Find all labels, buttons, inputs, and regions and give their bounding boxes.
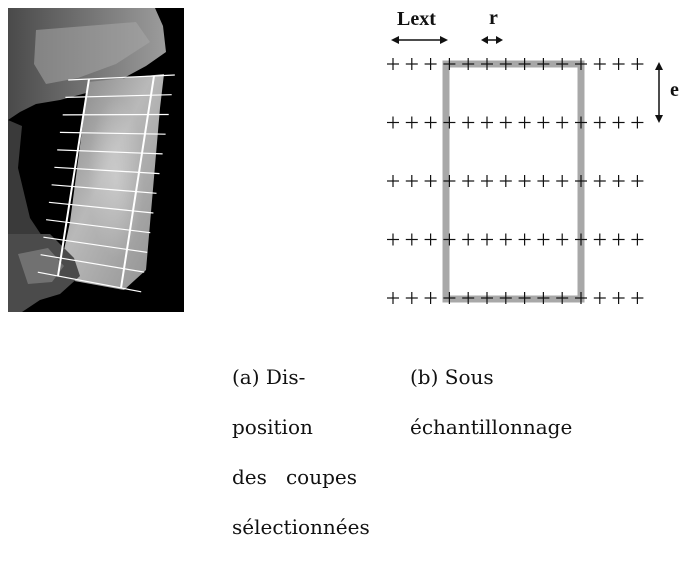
sample-point [556, 234, 568, 246]
sample-point [500, 117, 512, 129]
caption-b: (b) Sous échantillonnage [410, 340, 630, 440]
sample-point [425, 117, 437, 129]
sample-point [500, 58, 512, 70]
sample-point [481, 175, 493, 187]
sample-point [575, 58, 587, 70]
sample-point [556, 58, 568, 70]
sample-point [613, 117, 625, 129]
sample-point [594, 292, 606, 304]
lext-label: Lext [397, 8, 436, 30]
sample-point [631, 58, 643, 70]
sample-point [425, 292, 437, 304]
depth-image-panel [8, 8, 184, 312]
sample-point [387, 58, 399, 70]
sample-point [556, 117, 568, 129]
sample-point [519, 175, 531, 187]
sample-point [406, 292, 418, 304]
sample-point [556, 175, 568, 187]
sample-point [406, 58, 418, 70]
sample-point [481, 58, 493, 70]
caption-b-line-2: échantillonnage [410, 415, 572, 439]
sample-point [500, 234, 512, 246]
sample-point [631, 117, 643, 129]
sample-point [613, 234, 625, 246]
sample-point [425, 175, 437, 187]
sample-point [387, 117, 399, 129]
sample-point [575, 234, 587, 246]
sample-point [594, 175, 606, 187]
sample-point [462, 175, 474, 187]
sample-point [537, 117, 549, 129]
e-arrow [655, 62, 663, 123]
sample-point [613, 175, 625, 187]
caption-a-line-2: position [232, 415, 357, 440]
depth-strip-glow [88, 98, 144, 258]
sample-point [481, 234, 493, 246]
sample-point [594, 58, 606, 70]
sample-point [575, 117, 587, 129]
sample-point [575, 175, 587, 187]
sample-point [387, 292, 399, 304]
r-label: r [489, 7, 498, 29]
sample-point [519, 58, 531, 70]
sample-point [462, 58, 474, 70]
figure: Lext r e (a) Dis- position des coupes sé… [0, 0, 681, 452]
r-arrow [481, 36, 503, 44]
sample-point [519, 234, 531, 246]
sample-point [594, 117, 606, 129]
sample-point [631, 292, 643, 304]
e-label: e [670, 79, 679, 101]
sampling-diagram: Lext r e [385, 0, 681, 312]
sample-point [613, 58, 625, 70]
sample-point [462, 234, 474, 246]
sample-point [406, 117, 418, 129]
sample-point [631, 175, 643, 187]
lext-arrow [391, 36, 448, 44]
sample-grid [387, 58, 643, 304]
sample-point [387, 175, 399, 187]
sample-point [481, 117, 493, 129]
sample-point [406, 175, 418, 187]
caption-a-line-1: (a) Dis- [232, 365, 357, 390]
sample-point [631, 234, 643, 246]
sample-point [594, 234, 606, 246]
caption-a-word-coupes: coupes [286, 465, 357, 490]
caption-a-line-4: sélectionnées [232, 515, 357, 540]
sample-point [537, 58, 549, 70]
caption-a-line-3: des coupes [232, 465, 357, 490]
sample-point [406, 234, 418, 246]
caption-a: (a) Dis- position des coupes sélectionné… [232, 340, 357, 460]
caption-a-word-des: des [232, 465, 267, 490]
sample-point [500, 175, 512, 187]
sample-point [425, 58, 437, 70]
caption-b-line-1: (b) Sous [410, 365, 494, 389]
sample-point [519, 117, 531, 129]
sample-point [537, 234, 549, 246]
sample-point [425, 234, 437, 246]
sample-point [613, 292, 625, 304]
sample-point [537, 175, 549, 187]
sample-point [387, 234, 399, 246]
sample-point [462, 117, 474, 129]
